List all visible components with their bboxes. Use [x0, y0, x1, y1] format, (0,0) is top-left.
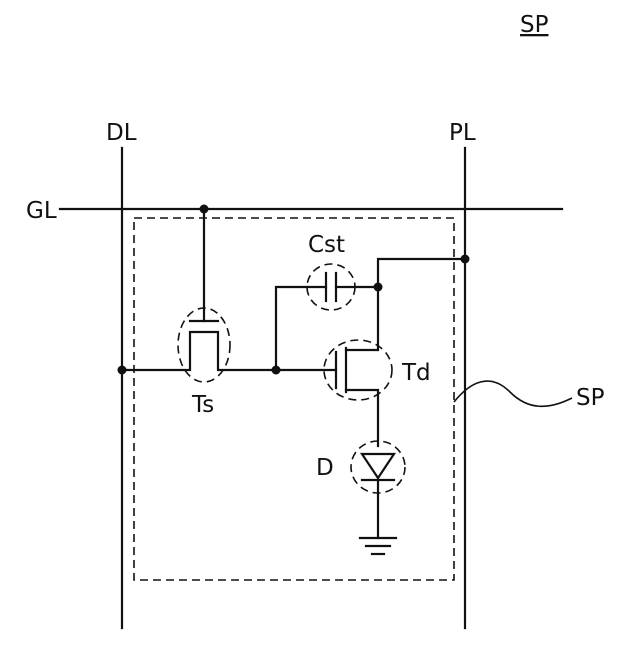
switching-transistor: [122, 209, 276, 382]
power-connection: [378, 259, 465, 287]
subpixel-boundary: [134, 218, 454, 580]
driving-transistor: [276, 287, 392, 446]
diode-label: D: [316, 455, 334, 481]
gate-line-label: GL: [26, 198, 57, 224]
ts-label: Ts: [191, 392, 214, 418]
light-emitting-diode: [351, 441, 405, 538]
junction-dot: [374, 283, 383, 292]
td-label: Td: [401, 360, 431, 386]
ground-symbol: [360, 538, 396, 554]
junction-dot: [272, 366, 281, 375]
sp-leader-line: [454, 381, 572, 406]
data-line-label: DL: [106, 120, 137, 146]
storage-capacitor: [276, 264, 378, 370]
junction-dot: [118, 366, 127, 375]
cst-label: Cst: [308, 232, 345, 258]
figure-title: SP: [520, 12, 549, 38]
power-line-label: PL: [449, 120, 476, 146]
sp-label: SP: [576, 385, 605, 411]
junction-dot: [461, 255, 470, 264]
junction-dot: [200, 205, 209, 214]
